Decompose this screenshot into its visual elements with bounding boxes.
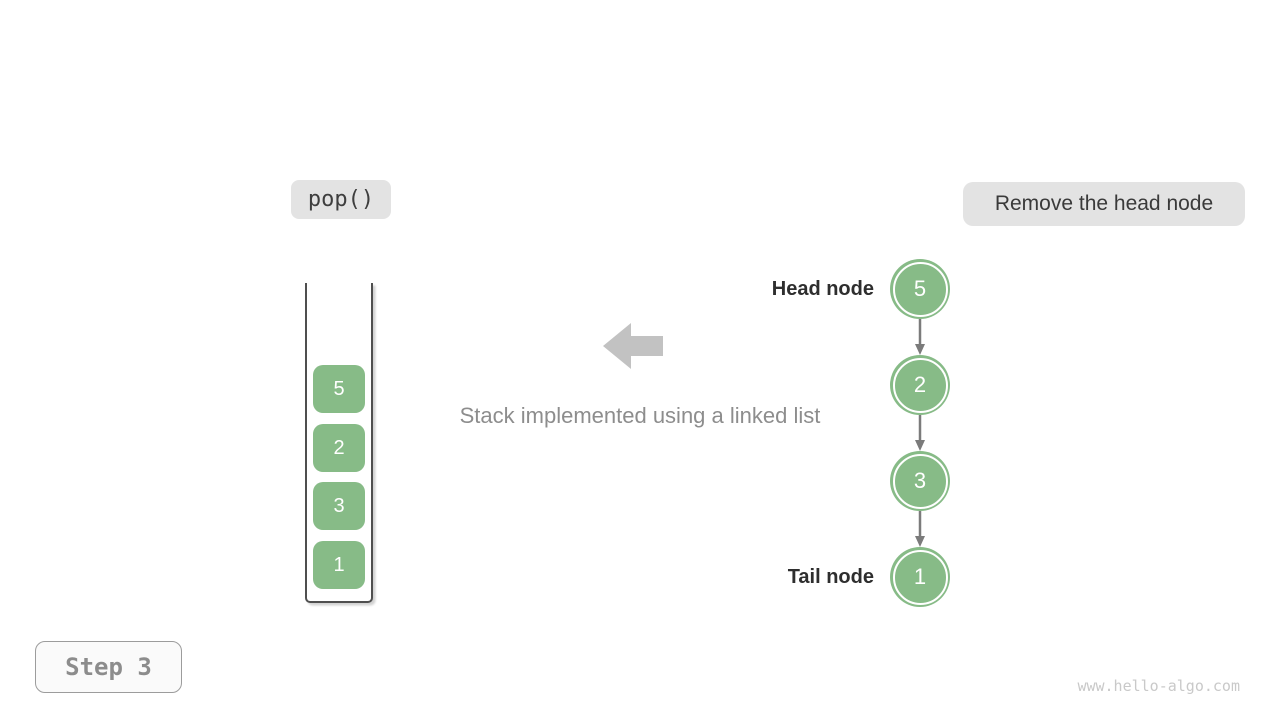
list-node-value: 3 [913,468,927,493]
stack-item-value: 5 [333,377,345,400]
list-node: 2 [890,355,950,415]
action-description-badge: Remove the head node [963,182,1245,226]
down-arrow-icon [914,511,926,547]
stack-item-value: 2 [333,436,345,459]
pop-operation-label: pop() [307,187,375,212]
list-node-value: 5 [913,276,927,301]
stack-container: 5 2 3 1 [305,283,373,603]
action-description-label: Remove the head node [994,192,1214,215]
step-label: Step 3 [65,653,152,681]
caption: Stack implemented using a linked list [459,403,821,428]
tail-node-label: Tail node [787,566,874,588]
down-arrow-icon [914,319,926,355]
list-node: 1 [890,547,950,607]
list-node: 5 [890,259,950,319]
stack-item: 3 [313,482,365,530]
stack-item: 2 [313,424,365,472]
stack-item-value: 1 [333,553,345,576]
list-node: 3 [890,451,950,511]
left-arrow-icon [603,323,663,369]
step-badge: Step 3 [35,641,182,693]
list-node-value: 1 [913,564,927,589]
down-arrow-icon [914,415,926,451]
head-node-label: Head node [771,278,874,300]
watermark: www.hello-algo.com [1077,677,1240,695]
stack-item: 5 [313,365,365,413]
list-node-value: 2 [913,372,927,397]
pop-operation-badge: pop() [291,180,391,219]
stack-item: 1 [313,541,365,589]
stack-item-value: 3 [333,494,345,517]
